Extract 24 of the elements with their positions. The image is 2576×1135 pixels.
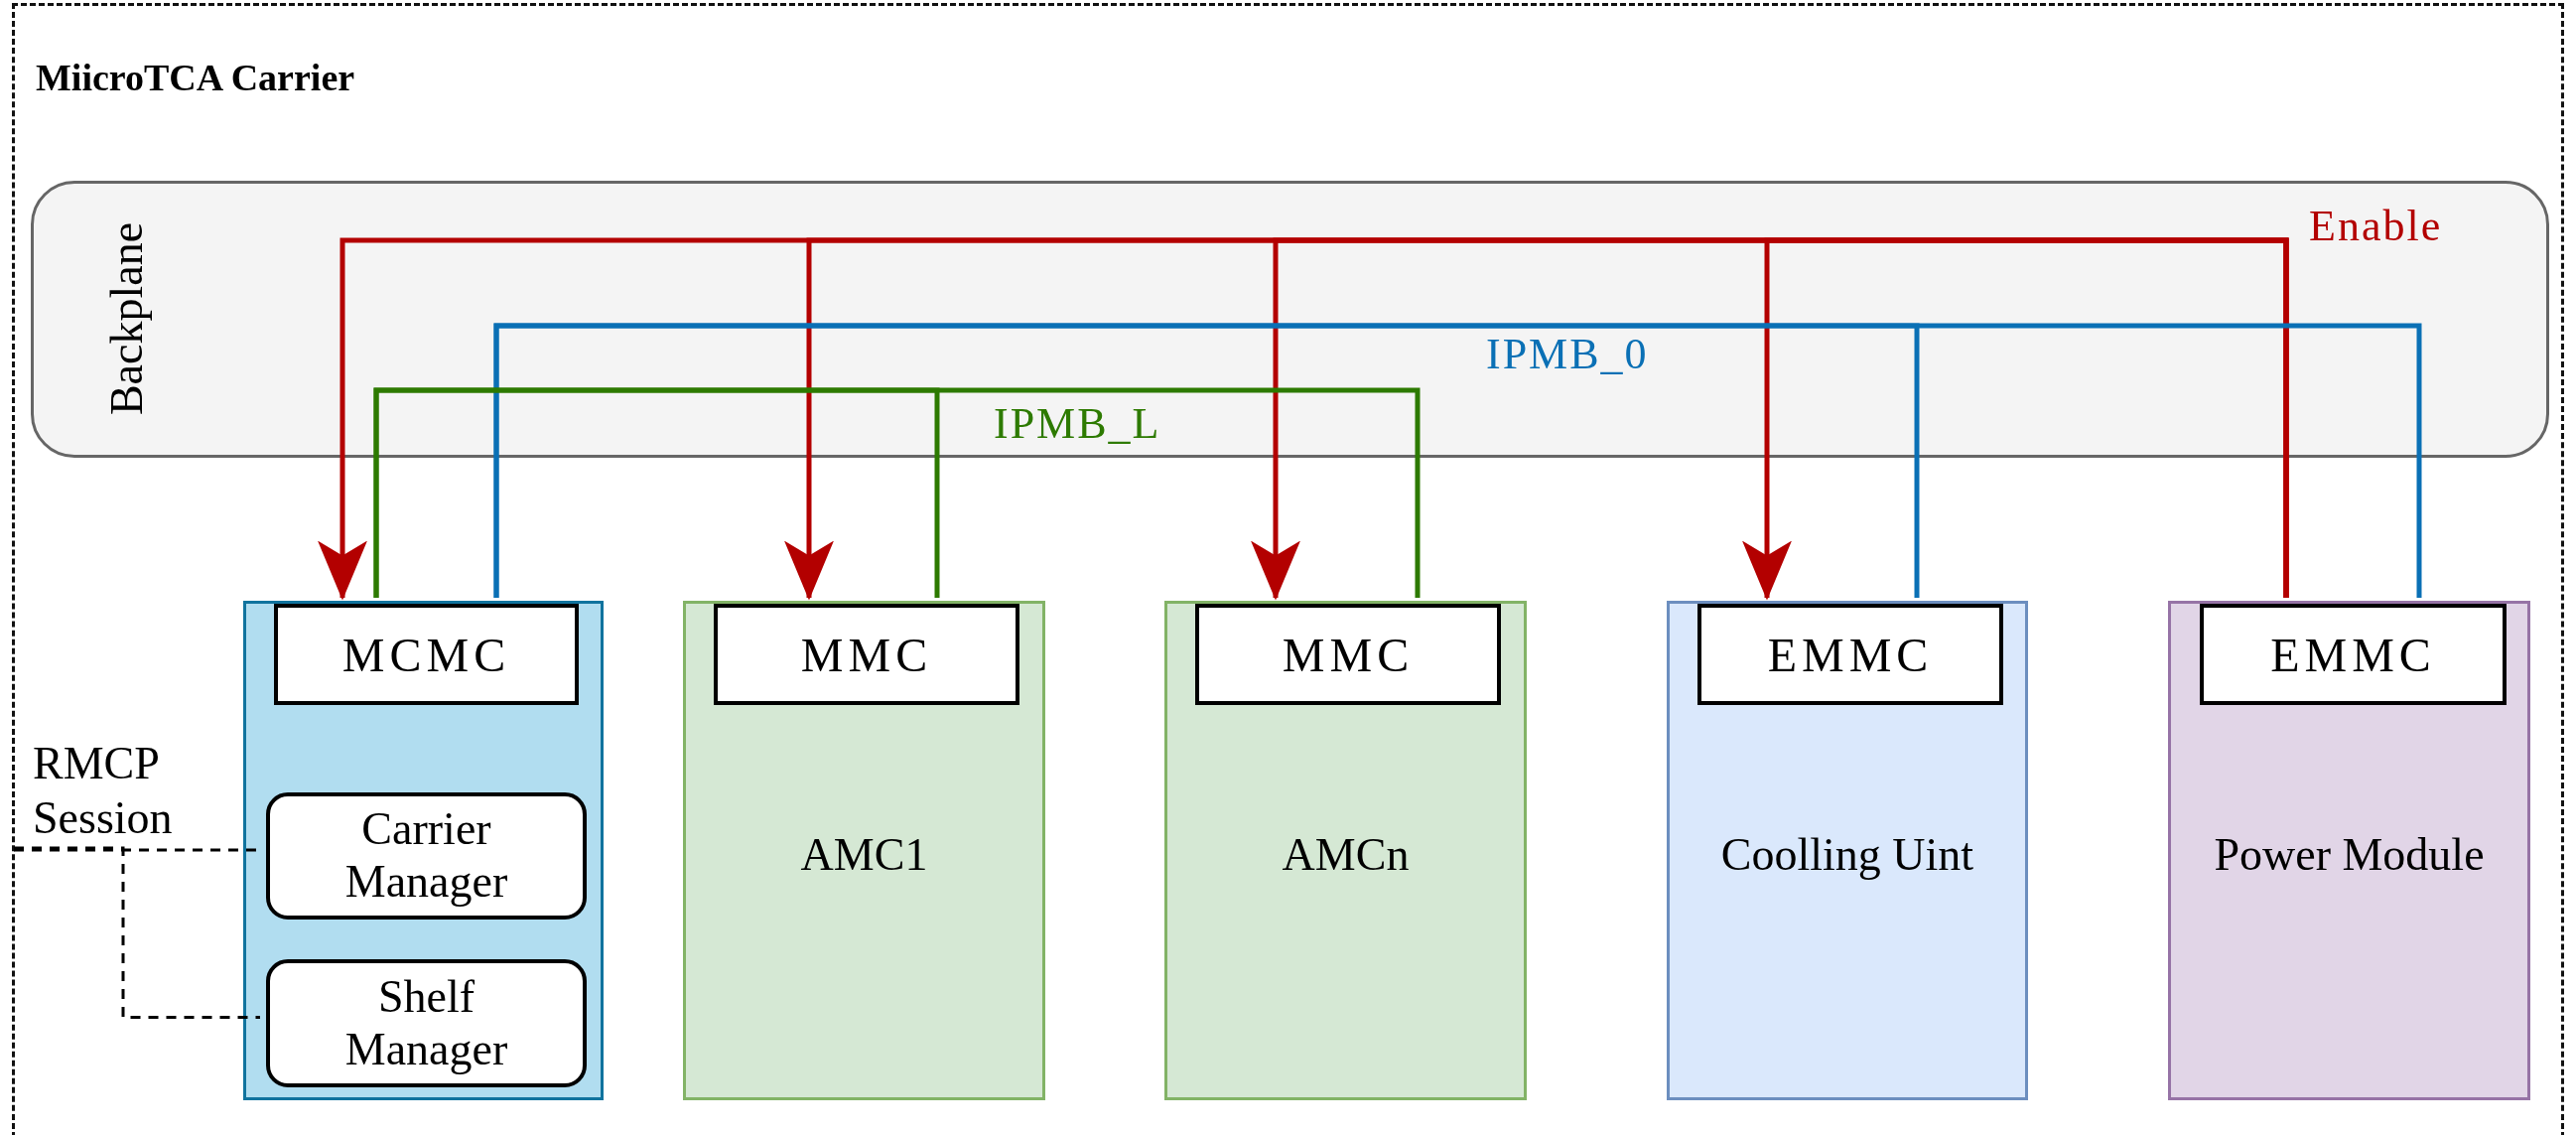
controller-box: MMC xyxy=(714,604,1019,705)
backplane-label: Backplane xyxy=(99,221,153,416)
controller-box: MCMC xyxy=(274,604,579,705)
module-box xyxy=(243,601,604,1100)
connector-line xyxy=(373,387,1421,598)
module-box xyxy=(1164,601,1527,1100)
module-label: AMCn xyxy=(1281,828,1411,881)
module-label: Power Module xyxy=(2213,828,2486,881)
carrier-frame xyxy=(12,3,2564,1135)
frame-title: MiicroTCA Carrier xyxy=(36,56,355,99)
controller-box: MMC xyxy=(1195,604,1501,705)
connector-line xyxy=(14,846,260,1019)
module-box xyxy=(2168,601,2530,1100)
module-label: AMC1 xyxy=(799,828,929,881)
session-label: RMCP Session xyxy=(33,736,206,847)
controller-box: EMMC xyxy=(2200,604,2507,705)
connector-line xyxy=(493,323,2422,598)
arrow xyxy=(1742,237,2289,601)
module-label: Coolling Uint xyxy=(1719,828,1975,881)
manager-box: Carrier Manager xyxy=(266,792,587,920)
manager-box: Shelf Manager xyxy=(266,959,587,1087)
module-box xyxy=(1667,601,2028,1100)
module-box xyxy=(683,601,1045,1100)
controller-box: EMMC xyxy=(1697,604,2003,705)
